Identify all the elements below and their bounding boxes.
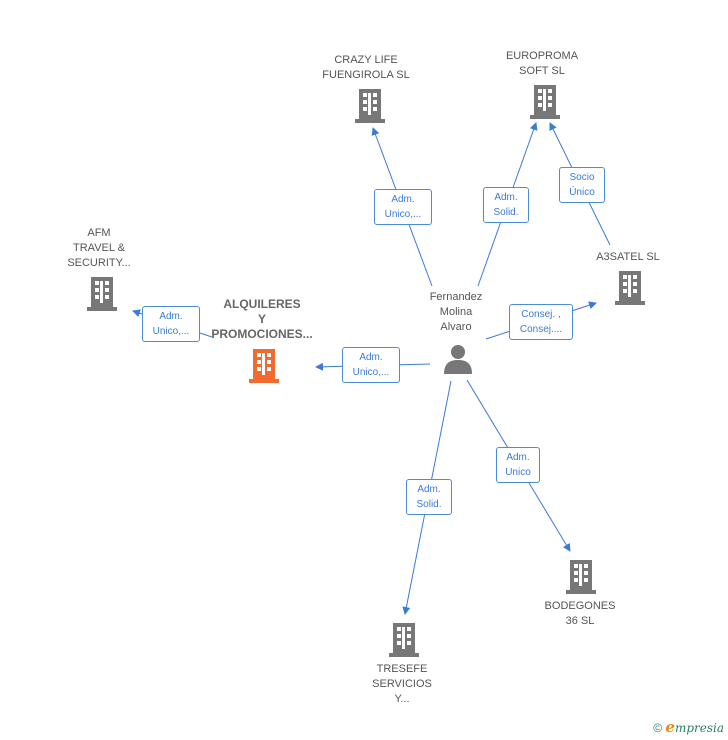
copyright-icon: © <box>653 721 663 735</box>
role-label: Adm. Unico,... <box>342 347 400 383</box>
role-label: Adm. Unico,... <box>374 189 432 225</box>
building-icon[interactable] <box>529 85 561 121</box>
role-label: Adm. Solid. <box>406 479 452 515</box>
company-label-afm[interactable]: AFM TRAVEL & SECURITY... <box>67 227 131 269</box>
role-label: Consej. , Consej.... <box>509 304 573 340</box>
focus-building-icon[interactable] <box>248 349 280 385</box>
company-label-alquileres[interactable]: ALQUILERES Y PROMOCIONES... <box>211 297 313 341</box>
role-label: Adm. Unico,... <box>142 306 200 342</box>
person-icon[interactable] <box>443 343 473 375</box>
role-label: Adm. Solid. <box>483 187 529 223</box>
company-label-europroma[interactable]: EUROPROMA SOFT SL <box>505 50 579 77</box>
person-label[interactable]: Fernandez Molina Alvaro <box>429 291 483 333</box>
brand-initial: e <box>665 718 675 736</box>
building-icon[interactable] <box>388 623 420 659</box>
company-label-bodegones[interactable]: BODEGONES 36 SL <box>544 600 616 627</box>
brand-name: mpresia <box>674 721 724 735</box>
company-label-a3satel[interactable]: A3SATEL SL <box>596 251 660 263</box>
building-icon[interactable] <box>565 560 597 596</box>
company-label-crazy-life[interactable]: CRAZY LIFE FUENGIROLA SL <box>322 54 410 81</box>
building-icon[interactable] <box>614 271 646 307</box>
footer-brand: © empresia <box>653 718 724 736</box>
company-label-tresefe[interactable]: TRESEFE SERVICIOS Y... <box>372 663 432 705</box>
building-icon[interactable] <box>354 89 386 125</box>
building-icon[interactable] <box>86 277 118 313</box>
role-label: Adm. Unico <box>496 447 540 483</box>
role-label: Socio Único <box>559 167 605 203</box>
